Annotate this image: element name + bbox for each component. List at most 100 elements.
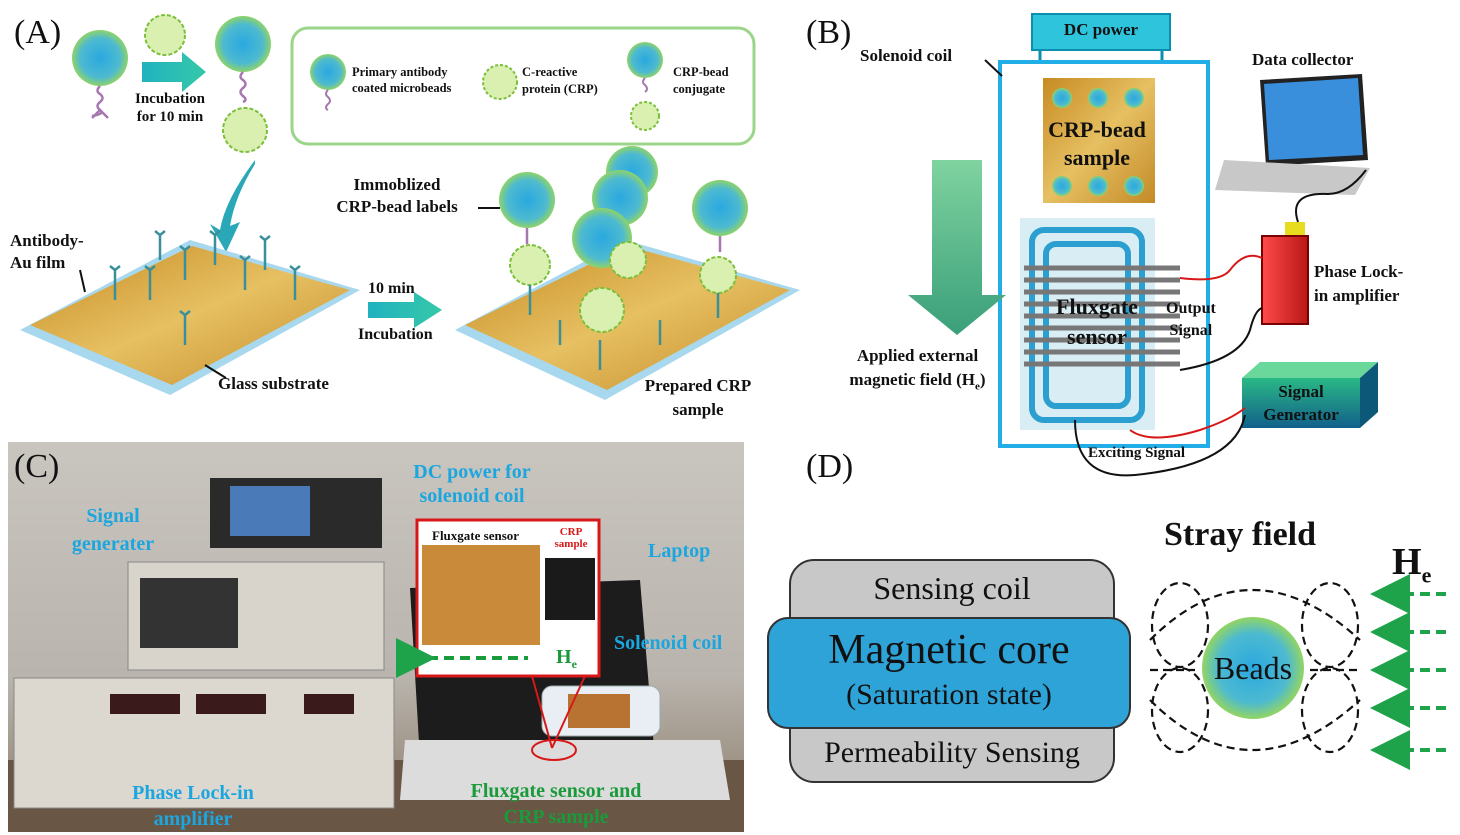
fluxgate-label: Fluxgate sensor [1030,292,1164,352]
panel-c-letter: (C) [14,448,60,485]
c-dc-power-2: solenoid coil [419,485,525,507]
output-2: Signal [1169,322,1213,339]
c-phase-lock-1: Phase Lock-in [132,782,254,804]
d-he-sub: e [1421,562,1432,588]
c-signal-gen-2: generater [71,533,155,555]
solenoid-label: Solenoid coil [860,46,953,65]
applied-2-text: magnetic field (H [849,370,976,389]
signal-generator-box [1242,378,1360,428]
antibody-au-2: Au film [10,253,66,272]
legend-conj-1: CRP-bead [673,65,729,79]
phase-lock-2: in amplifier [1314,286,1400,305]
legend-primary: Primary antibody coated microbeads [352,64,451,96]
c-phase-lock-2: amplifier [153,808,233,830]
prepared-2: sample [672,400,724,419]
signal-gen-2: Generator [1263,405,1339,424]
c-dc-power-label: DC power for solenoid coil [392,460,552,508]
incubation-label-1: Incubation for 10 min [132,90,208,126]
c-laptop-label: Laptop [648,540,711,562]
incubation-line-2: for 10 min [136,109,204,125]
data-collector-label: Data collector [1252,50,1354,69]
bead-circle [1202,617,1304,719]
magnetic-core-box [767,617,1131,729]
inset-crp-2: sample [554,538,588,550]
crp-protein [144,14,186,56]
signal-gen-1: Signal [1278,382,1324,401]
immobilized-1: Immoblized [353,175,441,194]
legend-conj-2: conjugate [673,82,726,96]
legend-crp-1: C-reactive [522,65,578,79]
beads-label: Beads [1213,650,1293,686]
signal-generator-label: Signal Generator [1242,380,1360,426]
legend-crp-2: protein (CRP) [522,82,598,96]
primary-bead [72,30,128,86]
prepared-label: Prepared CRP sample [628,374,768,422]
d-he: H [1392,541,1422,583]
c-solenoid-label: Solenoid coil [614,632,723,654]
c-signal-gen-label: Signal generater [58,502,168,558]
antibody-au-1: Antibody- [10,231,84,250]
legend-crp: C-reactive protein (CRP) [522,64,598,98]
dc-power-box [1031,13,1171,51]
applied-1: Applied external [856,346,979,365]
curved-arrow [210,160,255,252]
incubation-arrow [142,52,206,92]
c-dc-power-1: DC power for [413,461,531,483]
panel-a [20,14,800,400]
stray-field-label: Stray field [1164,516,1317,553]
crp-bead-1: CRP-bead [1048,117,1146,142]
inset-he-sub: e [571,657,577,671]
inset-fluxgate-label: Fluxgate sensor [432,528,520,543]
antibody-au-label: Antibody- Au film [10,230,84,274]
c-phase-lock-label: Phase Lock-in amplifier [118,780,268,832]
d-he-label: He [1392,540,1431,589]
applied-sub: e [975,380,980,393]
incubation-arrow-2 [368,292,442,328]
crp-bead-sample-label: CRP-bead sample [1030,116,1164,172]
panel-d-letter: (D) [806,448,854,485]
panel-b-letter: (B) [806,14,852,51]
incubation-time-label: 10 min [368,280,415,297]
incubation-line-1: Incubation [134,91,206,107]
crp-bead-2: sample [1064,145,1130,170]
panel-b [908,13,1378,477]
legend-primary-2: coated microbeads [352,81,452,95]
panel-d [767,559,1446,783]
phase-lock-box [1261,235,1309,325]
exciting-signal-label: Exciting Signal [1088,445,1186,461]
phase-lock-1: Phase Lock- [1314,262,1404,281]
permeability-label: Permeability Sensing [824,736,1080,769]
inset-he: H [556,646,572,668]
panel-a-letter: (A) [14,14,62,51]
c-fluxgate-crp-label: Fluxgate sensor and CRP sample [448,778,664,830]
legend-primary-1: Primary antibody [352,65,448,79]
panel-c [8,442,744,832]
c-fluxgate-crp-2: CRP sample [503,806,609,828]
applied-2: magnetic field (He) [849,370,986,393]
c-fluxgate-crp-1: Fluxgate sensor and [470,780,642,802]
fluxgate-2: sensor [1067,324,1127,349]
dc-power-label: DC power [1063,20,1139,39]
immobilized-label: Immoblized CRP-bead labels [322,174,472,218]
applied-field-arrow [908,160,1006,335]
applied-field-label: Applied external magnetic field (He) [830,344,1005,398]
sensing-coil-label: Sensing coil [873,570,1031,606]
c-signal-gen-1: Signal [86,505,140,527]
inset-crp-1: CRP [559,526,583,538]
inset-crp-label: CRP sample [548,526,594,550]
phase-lock-label: Phase Lock- in amplifier [1314,260,1403,308]
incubation-label-2: Incubation [358,326,433,343]
prepared-1: Prepared CRP [644,376,752,395]
output-1: Output [1166,300,1216,317]
magnetic-core-label: Magnetic core [828,627,1070,673]
fluxgate-sensor [1020,218,1155,430]
output-signal-label: Output Signal [1166,298,1216,342]
legend-conj: CRP-bead conjugate [673,64,729,98]
fluxgate-1: Fluxgate [1056,294,1138,319]
immobilized-2: CRP-bead labels [336,197,458,216]
au-film [30,246,350,385]
inset-he-label: He [556,646,577,672]
laptop-icon [1215,74,1370,195]
saturation-label: (Saturation state) [846,678,1052,711]
